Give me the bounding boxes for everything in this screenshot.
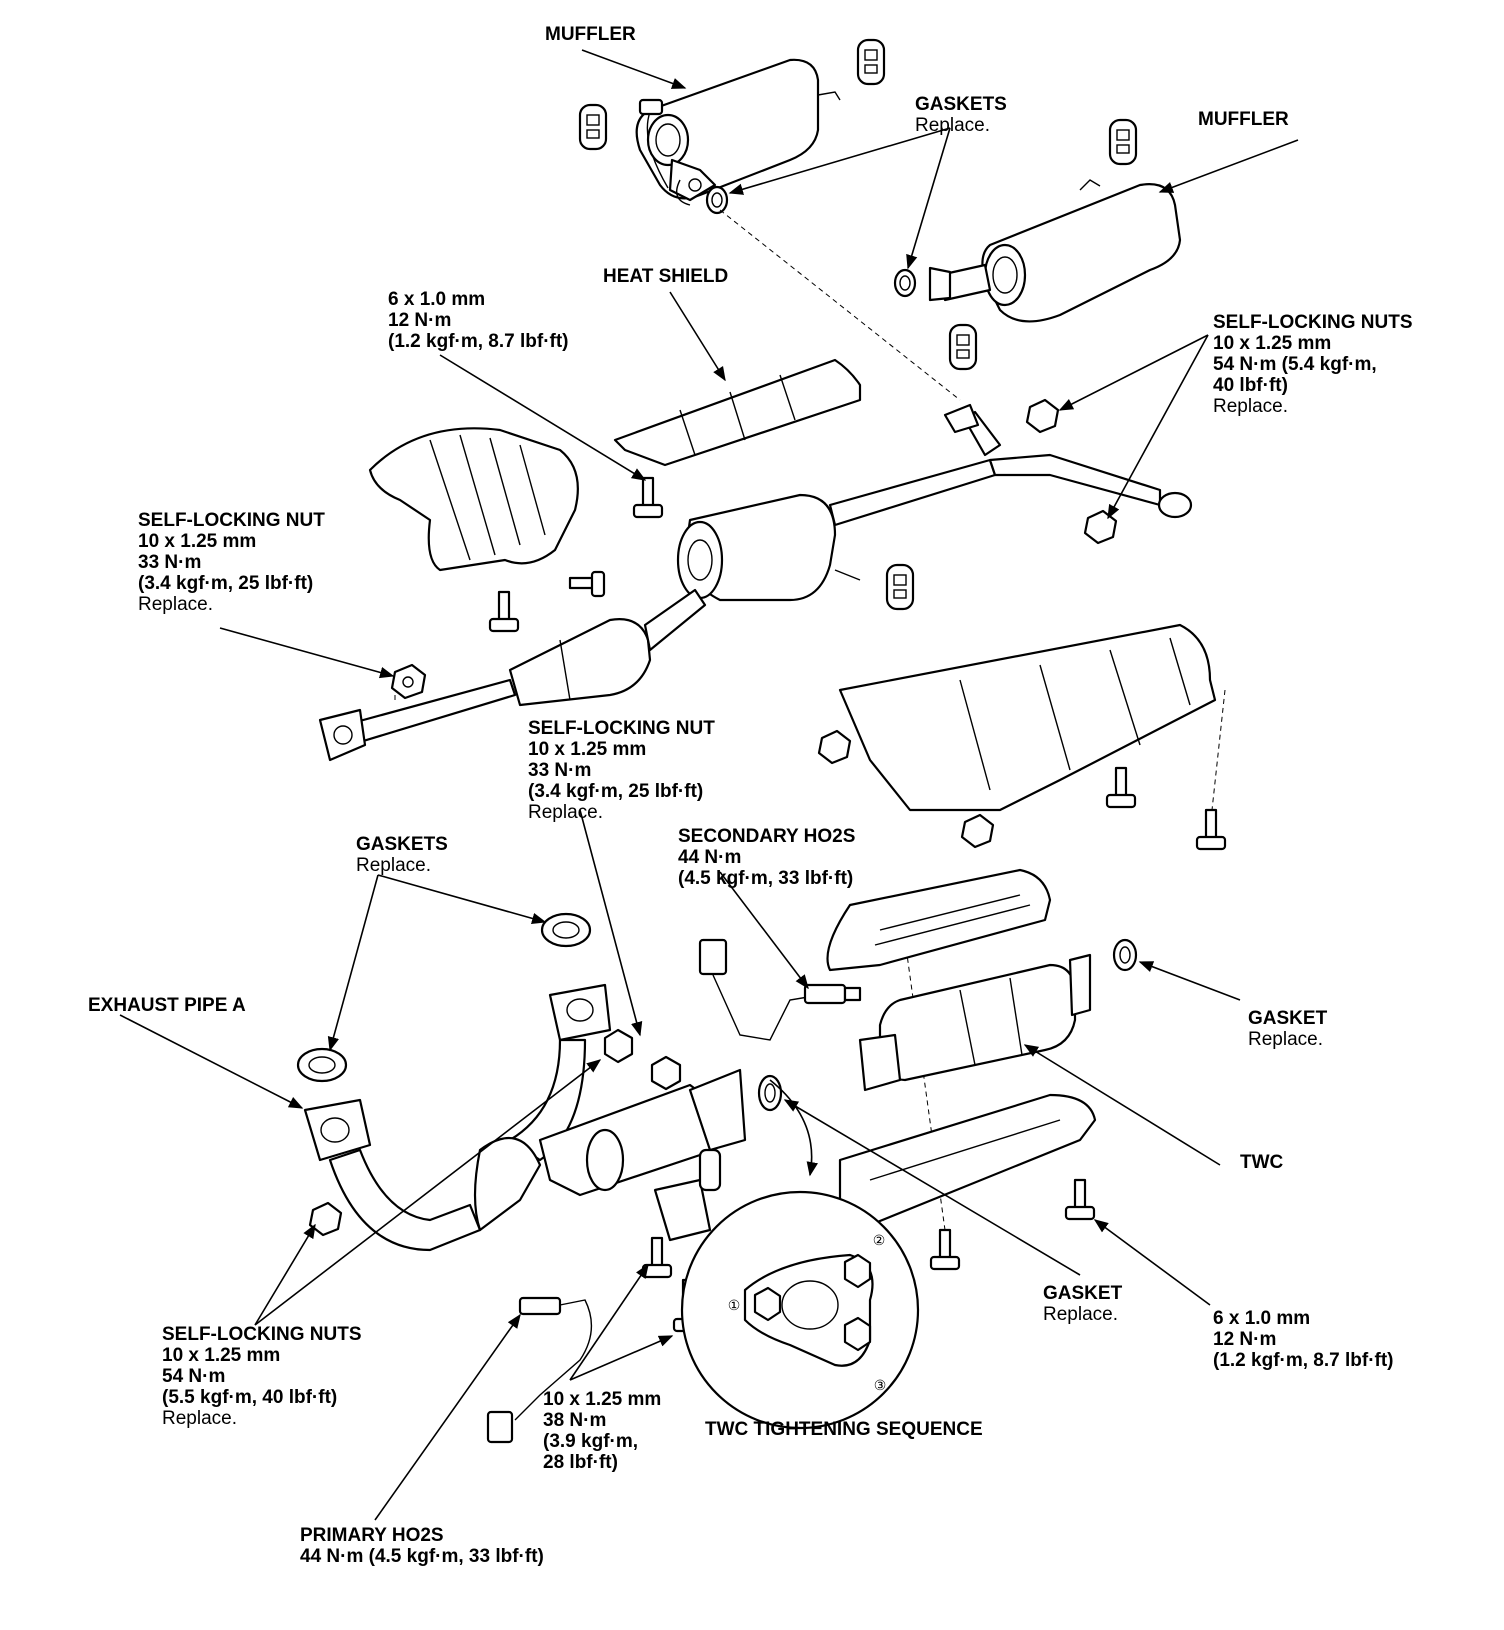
twc-converter xyxy=(858,953,1092,1092)
bolt-icon xyxy=(929,1228,961,1271)
label-self-locking-nut-left: SELF-LOCKING NUT 10 x 1.25 mm 33 N·m (3.… xyxy=(138,510,325,615)
label-secondary-ho2s: SECONDARY HO2S 44 N·m (4.5 kgf·m, 33 lbf… xyxy=(678,826,856,889)
sequence-number-2: ② xyxy=(873,1234,886,1249)
bolt-icon xyxy=(632,476,664,519)
label-self-locking-nuts-right: SELF-LOCKING NUTS 10 x 1.25 mm 54 N·m (5… xyxy=(1213,312,1413,417)
nut-icon xyxy=(650,1055,682,1091)
label-muffler-right: MUFFLER xyxy=(1198,109,1289,130)
label-twc: TWC xyxy=(1240,1152,1284,1173)
label-primary-ho2s: PRIMARY HO2S 44 N·m (4.5 kgf·m, 33 lbf·f… xyxy=(300,1525,544,1567)
gasket-ring-icon xyxy=(893,268,917,298)
bolt-icon xyxy=(488,590,520,633)
muffler-right xyxy=(928,179,1182,323)
label-heat-shield: HEAT SHIELD xyxy=(603,266,729,287)
label-bolt-10x125: 10 x 1.25 mm 38 N·m (3.9 kgf·m, 28 lbf·f… xyxy=(543,1389,662,1473)
heat-shield-top xyxy=(613,358,862,467)
sequence-number-1: ① xyxy=(728,1299,741,1314)
label-bolt-6x1-bottom: 6 x 1.0 mm 12 N·m (1.2 kgf·m, 8.7 lbf·ft… xyxy=(1213,1308,1394,1371)
bolt-icon xyxy=(1105,766,1137,809)
bolt-icon xyxy=(641,1236,673,1279)
heat-shield-left xyxy=(368,427,579,572)
label-bolt-6x1-top: 6 x 1.0 mm 12 N·m (1.2 kgf·m, 8.7 lbf·ft… xyxy=(388,289,569,352)
secondary-ho2s-sensor xyxy=(698,938,862,1041)
bolt-icon xyxy=(1195,808,1227,851)
twc-lower-shield xyxy=(838,1093,1097,1227)
primary-ho2s-sensor xyxy=(486,1296,593,1444)
gasket-ring-icon xyxy=(757,1074,783,1112)
label-gaskets-mid: GASKETS Replace. xyxy=(356,834,448,876)
mid-muffler-and-pipe xyxy=(676,403,1193,602)
sequence-number-3: ③ xyxy=(874,1379,887,1394)
label-gasket-bottom: GASKET Replace. xyxy=(1043,1283,1123,1325)
bolt-icon xyxy=(1064,1178,1096,1221)
label-self-locking-nut-mid: SELF-LOCKING NUT 10 x 1.25 mm 33 N·m (3.… xyxy=(528,718,715,823)
label-gaskets-top: GASKETS Replace. xyxy=(915,94,1007,136)
muffler-top xyxy=(635,58,841,206)
rubber-hanger-icon xyxy=(578,103,608,151)
rubber-hanger-icon xyxy=(948,323,978,371)
nut-icon xyxy=(390,663,427,700)
nut-icon xyxy=(603,1028,634,1064)
gasket-ring-icon xyxy=(540,912,592,948)
label-self-locking-nuts-bottom: SELF-LOCKING NUTS 10 x 1.25 mm 54 N·m (5… xyxy=(162,1324,362,1429)
nut-icon xyxy=(817,729,852,765)
label-muffler-top: MUFFLER xyxy=(545,24,636,45)
rubber-hanger-icon xyxy=(1108,118,1138,166)
nut-icon xyxy=(1025,398,1060,434)
label-gasket-right: GASKET Replace. xyxy=(1248,1008,1328,1050)
rubber-hanger-icon xyxy=(885,563,915,611)
heat-shield-bottom xyxy=(838,623,1217,812)
gasket-ring-icon xyxy=(705,185,729,215)
nut-icon xyxy=(308,1201,343,1237)
rubber-hanger-icon xyxy=(856,38,886,86)
bolt-icon xyxy=(568,570,606,598)
gasket-ring-icon xyxy=(296,1047,348,1083)
label-twc-tightening-sequence: TWC TIGHTENING SEQUENCE xyxy=(705,1419,983,1440)
nut-icon xyxy=(1083,509,1118,545)
twc-tightening-sequence-diagram: ① ② ③ xyxy=(680,1190,920,1430)
leader-lines xyxy=(119,49,1299,1521)
front-pipe-catalyst xyxy=(318,588,707,762)
label-exhaust-pipe-a: EXHAUST PIPE A xyxy=(88,995,246,1016)
bracket-icon xyxy=(653,1148,722,1242)
gasket-ring-icon xyxy=(1112,938,1138,972)
nut-icon xyxy=(960,813,995,849)
twc-upper-shield xyxy=(826,868,1052,972)
